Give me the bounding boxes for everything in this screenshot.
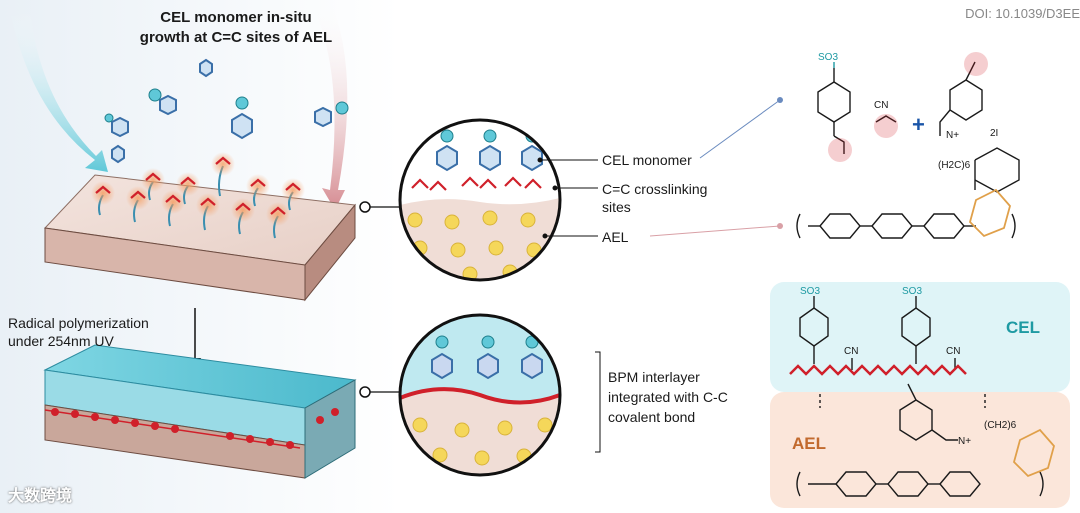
cel-backbone <box>789 364 967 376</box>
pointer-line-ael <box>649 225 781 237</box>
bpm-slab <box>43 344 357 479</box>
ael-slab-top <box>43 174 356 302</box>
zoom-circle-bottom-content <box>400 315 560 475</box>
zoom-point-top <box>359 201 371 213</box>
piperidinium-bottom <box>1012 428 1055 478</box>
label-bpm-1: BPM interlayer <box>608 369 700 385</box>
pink-arrow <box>310 0 348 210</box>
callout-lines <box>537 157 601 453</box>
label-cel-monomer: CEL monomer <box>602 152 692 168</box>
iodide-label: 2I <box>990 128 999 139</box>
label-bpm-3: covalent bond <box>608 409 696 425</box>
label-bpm-2: integrated with C-C <box>608 389 728 405</box>
label-radical-2: under 254nm UV <box>8 333 114 349</box>
zoom-circle-top-content <box>400 120 560 280</box>
sulfonate-beads <box>104 88 349 123</box>
label-crosslink-2: sites <box>602 199 631 215</box>
chem-bottom <box>796 296 1044 497</box>
zoom-point-bottom <box>359 386 371 398</box>
ael-region-label: AEL <box>792 434 826 453</box>
cel-box <box>770 282 1070 392</box>
cn-label-bottom-2: CN <box>946 346 961 357</box>
pointer-dot-ael <box>777 223 783 229</box>
bpm-edge-line <box>44 409 301 449</box>
so3-label-bottom-2: SO3 <box>902 286 923 297</box>
cn-label-top: CN <box>874 100 889 111</box>
vinyl-strokes <box>95 156 301 215</box>
blue-arrow <box>10 10 108 172</box>
ael-backbone-top <box>796 213 1016 239</box>
label-ael: AEL <box>602 229 629 245</box>
plus-sign: + <box>912 112 925 137</box>
label-crosslink-1: C=C crosslinking <box>602 181 708 197</box>
pointer-line-monomer <box>699 99 781 159</box>
main-title: CEL monomer in-situ growth at C=C sites … <box>116 8 356 48</box>
so3-label-bottom-1: SO3 <box>800 286 821 297</box>
cn-label-bottom-1: CN <box>844 346 859 357</box>
zoom-circle-bottom <box>398 313 562 477</box>
zoom-circle-top <box>398 118 562 282</box>
floating-monomers <box>111 58 332 164</box>
vinyl-groups <box>91 152 305 226</box>
so3-label-top: SO3 <box>818 52 839 63</box>
doi-label: DOI: 10.1039/D3EE <box>965 6 1080 21</box>
chain-label-top: (H2C)6 <box>938 160 971 171</box>
pointer-dot-monomer <box>777 97 783 103</box>
chain-label-bottom: (CH2)6 <box>984 420 1017 431</box>
chem-top <box>817 61 1020 193</box>
cel-region-label: CEL <box>1006 318 1040 337</box>
bpm-crosslink-beads <box>51 408 339 449</box>
ammonium-label-bottom: N+ <box>958 436 972 447</box>
piperidinium-top <box>968 188 1011 238</box>
watermark-logo: 大数跨境 <box>8 488 73 505</box>
vinyl-highlights <box>828 52 988 162</box>
title-line-1: CEL monomer in-situ <box>160 9 312 26</box>
ael-box <box>770 392 1070 508</box>
label-radical-1: Radical polymerization <box>8 315 149 331</box>
ammonium-label-top: N+ <box>946 130 960 141</box>
title-line-2: growth at C=C sites of AEL <box>139 29 333 46</box>
